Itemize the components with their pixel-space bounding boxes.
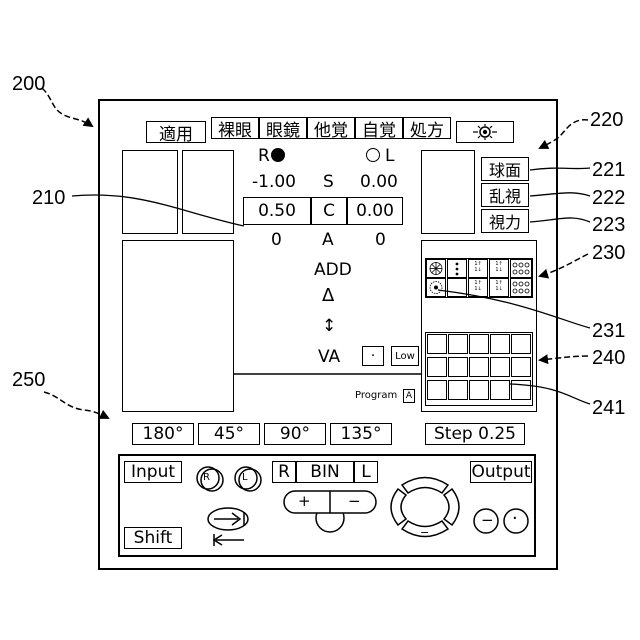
chart-cell-dots[interactable] [447,259,467,278]
chart-cell-letters-3[interactable]: 1↑ 1↓ [468,278,488,297]
minus-round-button[interactable]: − [481,513,494,528]
va-label: VA [318,349,340,366]
circles-chart-icon-2 [511,279,531,296]
right-eye-label: R [258,148,270,165]
grid-cell[interactable] [427,334,447,354]
grid-cell[interactable] [511,357,531,377]
left-eye-indicator[interactable] [366,148,380,162]
dpad-up-button[interactable]: − [420,472,429,483]
axis-label: A [322,232,334,249]
r-button[interactable]: R [272,461,296,483]
cyl-left-value[interactable]: 0.00 [347,197,403,225]
dpad-down-button[interactable]: − [420,527,429,538]
right-eye-image-box [122,150,178,234]
bin-button[interactable]: BIN [296,461,354,483]
prism-label: Δ [322,287,334,305]
chart-cell-letters-4[interactable]: 1↑ 1↓ [489,278,509,297]
chart-cell-radial[interactable] [426,278,446,297]
glasses-button[interactable]: 眼鏡 [259,117,307,139]
sph-label: S [323,174,334,191]
program-label: Program [355,391,397,401]
program-value-button[interactable]: A [403,389,415,403]
chart-cell-letters-2[interactable]: 1↑ 1↓ [489,259,509,278]
grid-cell[interactable] [490,334,510,354]
grid-cell[interactable] [490,380,510,400]
grid-cell[interactable] [490,357,510,377]
circles-chart-icon [511,260,531,277]
plus-button[interactable]: + [298,494,311,509]
grid-cell[interactable] [427,380,447,400]
grid-cell[interactable] [448,334,468,354]
axis-135-button[interactable]: 135° [330,423,392,445]
grid-cell[interactable] [469,357,489,377]
grid-cell[interactable] [448,380,468,400]
shift-button[interactable]: Shift [124,527,182,549]
l-button[interactable]: L [354,461,378,483]
sph-right-value: -1.00 [252,174,296,191]
right-eye-selected-indicator[interactable] [271,148,285,162]
right-knob-label[interactable]: R [203,473,210,483]
grid-cell[interactable] [427,357,447,377]
apply-button[interactable]: 適用 [146,121,206,143]
step-button[interactable]: Step 0.25 [425,423,525,445]
input-button[interactable]: Input [124,461,182,483]
axis-left-value: 0 [375,232,386,249]
astig-mode-button[interactable]: 乱視 [481,183,529,207]
sph-left-value: 0.00 [360,174,398,191]
left-eye-label: L [385,148,394,165]
axis-45-button[interactable]: 45° [198,423,260,445]
ref-222: 222 [592,188,625,208]
astig-dial-icon [427,260,445,277]
minus-button[interactable]: − [348,494,361,509]
ref-220: 220 [590,110,623,130]
ref-221: 221 [592,160,625,180]
grid-cell[interactable] [511,380,531,400]
output-button[interactable]: Output [470,461,532,483]
dot-round-button[interactable]: · [512,510,518,528]
grid-cell[interactable] [469,334,489,354]
ref-250: 250 [12,370,45,390]
chart-cell-letters-1[interactable]: 1↑ 1↓ [468,259,488,278]
ref-223: 223 [592,215,625,235]
axis-90-button[interactable]: 90° [264,423,326,445]
axis-right-value: 0 [271,232,282,249]
cyl-right-value[interactable]: 0.50 [243,197,311,225]
chart-cell-circles-2[interactable] [510,278,532,297]
ref-230: 230 [592,243,625,263]
updown-arrow-icon: ↕ [322,318,336,335]
naked-eye-button[interactable]: 裸眼 [211,117,259,139]
left-eye-image-box [421,150,475,234]
ref-241: 241 [592,398,625,418]
acuity-mode-button[interactable]: 視力 [481,209,529,233]
spherical-mode-button[interactable]: 球面 [481,157,529,181]
cyl-label[interactable]: C [311,197,347,225]
radial-chart-icon [427,279,445,296]
objective-button[interactable]: 他覚 [307,117,355,139]
add-label: ADD [314,262,352,279]
axis-180-button[interactable]: 180° [132,423,194,445]
large-display-box [122,240,234,412]
grid-cell[interactable] [469,380,489,400]
chart-cell-blank[interactable] [447,278,467,297]
grid-cell[interactable] [448,357,468,377]
sun-icon [470,123,500,141]
low-button[interactable]: Low [391,346,419,366]
prescription-button[interactable]: 処方 [403,117,451,139]
ref-231: 231 [592,321,625,341]
subjective-button[interactable]: 自覚 [355,117,403,139]
grid-cell[interactable] [511,334,531,354]
ref-200: 200 [12,74,45,94]
ref-210: 210 [32,188,65,208]
left-knob-label[interactable]: L [242,473,248,483]
dots-chart-icon [448,260,466,277]
chart-cell-circles-1[interactable] [510,259,532,278]
ref-240: 240 [592,348,625,368]
chart-cell-astig-dial[interactable] [426,259,446,278]
right-eye-image-box-2 [182,150,234,234]
illumination-button[interactable] [456,121,514,143]
dot-button[interactable]: · [362,346,384,366]
